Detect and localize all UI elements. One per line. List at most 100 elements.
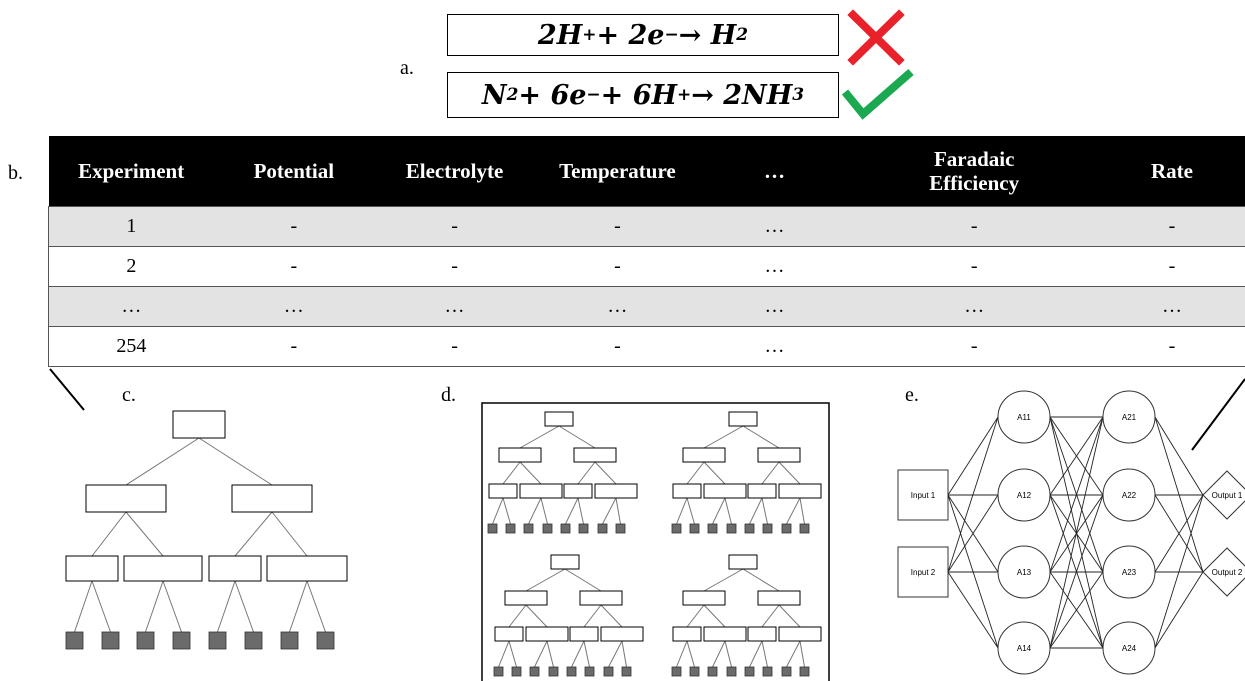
col-header-temperature: Temperature — [535, 136, 700, 207]
tree-edge — [145, 580, 164, 633]
tree-edge — [289, 580, 308, 633]
hidden-neuron — [997, 468, 1051, 522]
tree-edge — [519, 461, 542, 485]
tree-node — [231, 484, 313, 513]
network-edge — [1154, 416, 1204, 496]
tree-leaf — [493, 666, 504, 677]
table-cell: … — [1098, 286, 1245, 327]
table-cell: - — [213, 326, 374, 367]
tree-edge — [686, 604, 705, 628]
tree-leaf — [65, 631, 84, 650]
network-edge — [947, 494, 999, 649]
table-cell: … — [699, 286, 850, 327]
table-cell: - — [373, 326, 536, 367]
forest-tree-2-decision-tree — [671, 411, 822, 534]
tree-edge — [724, 497, 732, 525]
input-node-label: Input 2 — [911, 568, 936, 577]
connector-line — [49, 368, 85, 411]
tree-edge — [583, 604, 602, 628]
tree-edge — [742, 425, 780, 449]
tree-edge — [686, 461, 705, 485]
tree-edge — [498, 640, 510, 668]
tree-node — [573, 447, 617, 463]
table-cell: - — [213, 206, 374, 247]
tree-edge — [217, 580, 236, 633]
tree-node — [778, 626, 822, 642]
tree-edge — [621, 640, 627, 668]
tree-leaf — [744, 666, 755, 677]
tree-edge — [786, 497, 801, 525]
table-cell: … — [373, 286, 536, 327]
network-edge — [947, 571, 999, 649]
tree-leaf — [621, 666, 632, 677]
tree-edge — [91, 580, 111, 633]
tree-edge — [778, 461, 801, 485]
hidden-neuron — [1102, 621, 1156, 675]
hidden-neuron-label: A22 — [1122, 491, 1137, 500]
tree-leaf — [603, 666, 614, 677]
col-header-electrolyte: Electrolyte — [373, 136, 536, 207]
tree-edge — [703, 604, 726, 628]
table-cell: … — [699, 246, 850, 287]
tree-edge — [525, 568, 566, 592]
tree-node — [747, 626, 777, 642]
tree-edge — [564, 568, 602, 592]
tree-node — [498, 447, 542, 463]
input-node — [897, 469, 949, 521]
tree-node — [728, 554, 758, 570]
tree-leaf — [799, 666, 810, 677]
tree-edge — [615, 497, 621, 525]
table-cell: 254 — [47, 326, 214, 367]
tree-node — [757, 590, 801, 606]
tree-leaf — [101, 631, 120, 650]
table-row: … … … … … … … — [47, 286, 1245, 327]
tree-edge — [761, 461, 780, 485]
tree-leaf — [316, 631, 335, 650]
table-cell: - — [535, 326, 700, 367]
network-edge — [1049, 416, 1104, 649]
network-edge — [947, 416, 999, 573]
table-cell: … — [849, 286, 1099, 327]
hidden-neuron-label: A14 — [1017, 644, 1032, 653]
tree-edge — [761, 640, 768, 668]
network-edge — [1049, 416, 1104, 573]
tree-node — [208, 555, 262, 582]
table-cell: … — [47, 286, 214, 327]
table-cell: - — [1098, 206, 1245, 247]
forest-tree-1-decision-tree — [487, 411, 638, 534]
tree-leaf — [208, 631, 227, 650]
tree-node — [682, 590, 726, 606]
tree-node — [65, 555, 119, 582]
table-cell: - — [373, 206, 536, 247]
table-row: 254 - - - … - - — [47, 326, 1245, 367]
tree-node — [672, 483, 702, 499]
hidden-neuron-label: A23 — [1122, 568, 1137, 577]
network-edge — [1154, 494, 1204, 649]
tree-node — [525, 626, 569, 642]
eq2-term-h: + 6H — [600, 79, 677, 111]
tree-edge — [271, 511, 308, 557]
tree-leaf — [548, 666, 559, 677]
tree-leaf — [136, 631, 155, 650]
tree-edge — [583, 640, 590, 668]
forest-tree-4-decision-tree — [671, 554, 822, 677]
tree-leaf — [597, 523, 608, 534]
network-edge — [947, 494, 999, 573]
col-header-ellipsis: … — [699, 136, 850, 207]
panel-c-decision-tree — [65, 410, 348, 650]
hidden-neuron — [997, 621, 1051, 675]
tree-node — [778, 483, 822, 499]
tree-leaf — [578, 523, 589, 534]
tree-leaf — [529, 666, 540, 677]
tree-edge — [125, 437, 200, 486]
tree-edge — [502, 497, 511, 525]
eq2-term-n: N — [481, 79, 507, 111]
tree-leaf — [511, 666, 522, 677]
tree-node — [494, 626, 524, 642]
tree-edge — [508, 640, 517, 668]
tree-node — [519, 483, 563, 499]
tree-edge — [492, 497, 504, 525]
random-forest-frame — [481, 402, 830, 681]
tree-edge — [608, 640, 623, 668]
